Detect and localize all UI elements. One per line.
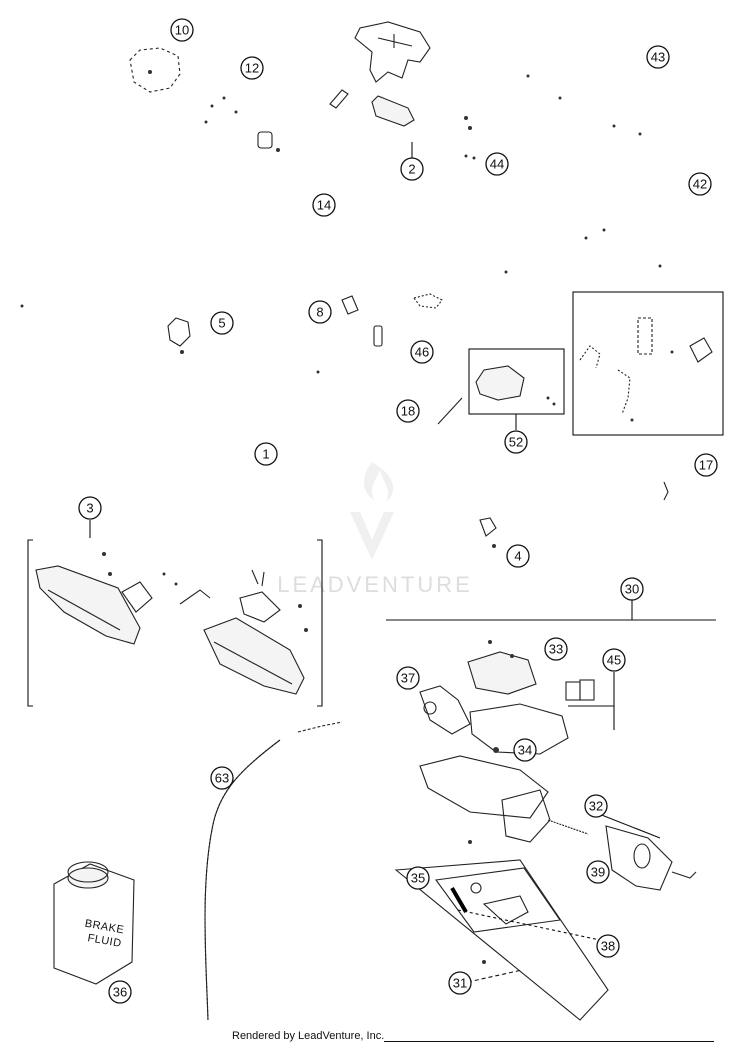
svg-text:14: 14 xyxy=(317,198,331,213)
callout-31[interactable]: 31 xyxy=(448,971,472,995)
assembly-30 xyxy=(386,600,716,1021)
svg-text:39: 39 xyxy=(591,865,605,880)
callout-34[interactable]: 34 xyxy=(513,738,537,762)
callout-5[interactable]: 5 xyxy=(210,311,234,335)
callout-30[interactable]: 30 xyxy=(620,577,644,601)
callout-43[interactable]: 43 xyxy=(646,45,670,69)
svg-text:44: 44 xyxy=(490,157,504,172)
svg-text:2: 2 xyxy=(408,162,415,177)
watermark-logo xyxy=(350,462,394,560)
callout-63[interactable]: 63 xyxy=(210,766,234,790)
watermark-text: LEADVENTURE xyxy=(277,572,473,597)
callout-4[interactable]: 4 xyxy=(506,544,530,568)
callout-46[interactable]: 46 xyxy=(410,340,434,364)
svg-text:30: 30 xyxy=(625,582,639,597)
svg-text:45: 45 xyxy=(607,653,621,668)
box-17 xyxy=(572,291,724,436)
box-52 xyxy=(468,348,565,430)
callout-38[interactable]: 38 xyxy=(596,934,620,958)
box-3 xyxy=(27,520,323,707)
callout-8[interactable]: 8 xyxy=(308,300,332,324)
footer-rule xyxy=(384,1041,714,1042)
callout-42[interactable]: 42 xyxy=(688,172,712,196)
svg-text:32: 32 xyxy=(589,799,603,814)
svg-text:5: 5 xyxy=(218,316,225,331)
brake-hose-63 xyxy=(204,721,343,1021)
svg-text:8: 8 xyxy=(316,305,323,320)
middle-parts-scatter xyxy=(167,293,669,548)
callout-35[interactable]: 35 xyxy=(406,866,430,890)
callout-17[interactable]: 17 xyxy=(694,453,718,477)
svg-text:52: 52 xyxy=(509,435,523,450)
callout-14[interactable]: 14 xyxy=(312,193,336,217)
footer-credit: Rendered by LeadVenture, Inc. xyxy=(232,1030,385,1042)
brake-lever-seal-part xyxy=(371,95,415,158)
svg-text:42: 42 xyxy=(693,177,707,192)
callout-39[interactable]: 39 xyxy=(586,860,610,884)
svg-text:43: 43 xyxy=(651,50,665,65)
svg-text:4: 4 xyxy=(514,549,521,564)
svg-text:35: 35 xyxy=(411,871,425,886)
callout-12[interactable]: 12 xyxy=(240,56,264,80)
callout-52[interactable]: 52 xyxy=(504,430,528,454)
svg-text:10: 10 xyxy=(175,23,189,38)
callout-45[interactable]: 45 xyxy=(602,648,626,672)
svg-text:36: 36 xyxy=(113,985,127,1000)
small-parts-cluster-top-left xyxy=(129,47,349,152)
svg-text:46: 46 xyxy=(415,345,429,360)
callout-2[interactable]: 2 xyxy=(400,157,424,181)
callout-37[interactable]: 37 xyxy=(396,666,420,690)
svg-text:38: 38 xyxy=(601,939,615,954)
callout-33[interactable]: 33 xyxy=(544,637,568,661)
brake-fluid-bottle-36: BRAKE FLUID xyxy=(53,861,135,985)
svg-text:37: 37 xyxy=(401,671,415,686)
svg-text:3: 3 xyxy=(86,501,93,516)
bottle-label-line2: FLUID xyxy=(87,932,123,950)
small-parts-cluster-top-right xyxy=(20,74,662,374)
svg-text:17: 17 xyxy=(699,458,713,473)
svg-text:31: 31 xyxy=(453,976,467,991)
master-cylinder-cover-part xyxy=(354,21,431,83)
svg-text:12: 12 xyxy=(245,61,259,76)
callout-3[interactable]: 3 xyxy=(78,496,102,520)
svg-text:18: 18 xyxy=(401,404,415,419)
callout-1[interactable]: 1 xyxy=(254,442,278,466)
callout-10[interactable]: 10 xyxy=(170,18,194,42)
svg-text:1: 1 xyxy=(262,447,269,462)
svg-text:63: 63 xyxy=(215,771,229,786)
callout-32[interactable]: 32 xyxy=(584,794,608,818)
callout-36[interactable]: 36 xyxy=(108,980,132,1004)
svg-text:33: 33 xyxy=(549,642,563,657)
callout-18[interactable]: 18 xyxy=(396,399,420,423)
callout-44[interactable]: 44 xyxy=(485,152,509,176)
svg-text:34: 34 xyxy=(518,743,532,758)
